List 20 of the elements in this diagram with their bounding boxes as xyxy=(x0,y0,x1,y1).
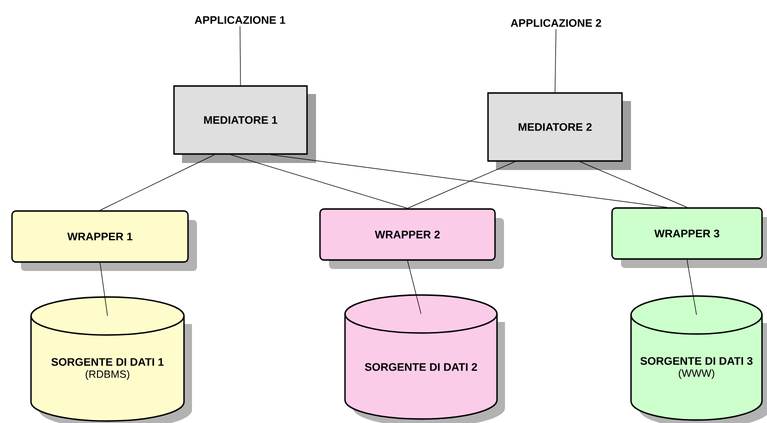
connector-line xyxy=(407,260,422,314)
connector-line xyxy=(230,154,408,209)
application-label: APPLICAZIONE 1 xyxy=(194,16,286,24)
connector-line xyxy=(407,161,516,209)
mediator-box: MEDIATORE 2 xyxy=(487,92,631,170)
database-cylinder: SORGENTE DI DATI 2 xyxy=(344,294,505,423)
connector-line xyxy=(270,154,668,208)
application-label: APPLICAZIONE 2 xyxy=(510,19,602,27)
wrapper-box: WRAPPER 1 xyxy=(11,210,197,271)
database-cylinder: SORGENTE DI DATI 3 (WWW) xyxy=(630,295,767,423)
connector-line xyxy=(100,154,215,211)
connector-line xyxy=(686,259,697,316)
wrapper-box: WRAPPER 2 xyxy=(319,208,504,269)
connector-line xyxy=(580,161,688,208)
connector-line xyxy=(100,262,108,316)
wrapper-box: WRAPPER 3 xyxy=(611,207,767,268)
mediator-box: MEDIATORE 1 xyxy=(173,85,316,163)
connector-line xyxy=(554,28,556,93)
connector-line xyxy=(240,26,241,86)
database-cylinder: SORGENTE DI DATI 1 (RDBMS) xyxy=(30,296,192,423)
